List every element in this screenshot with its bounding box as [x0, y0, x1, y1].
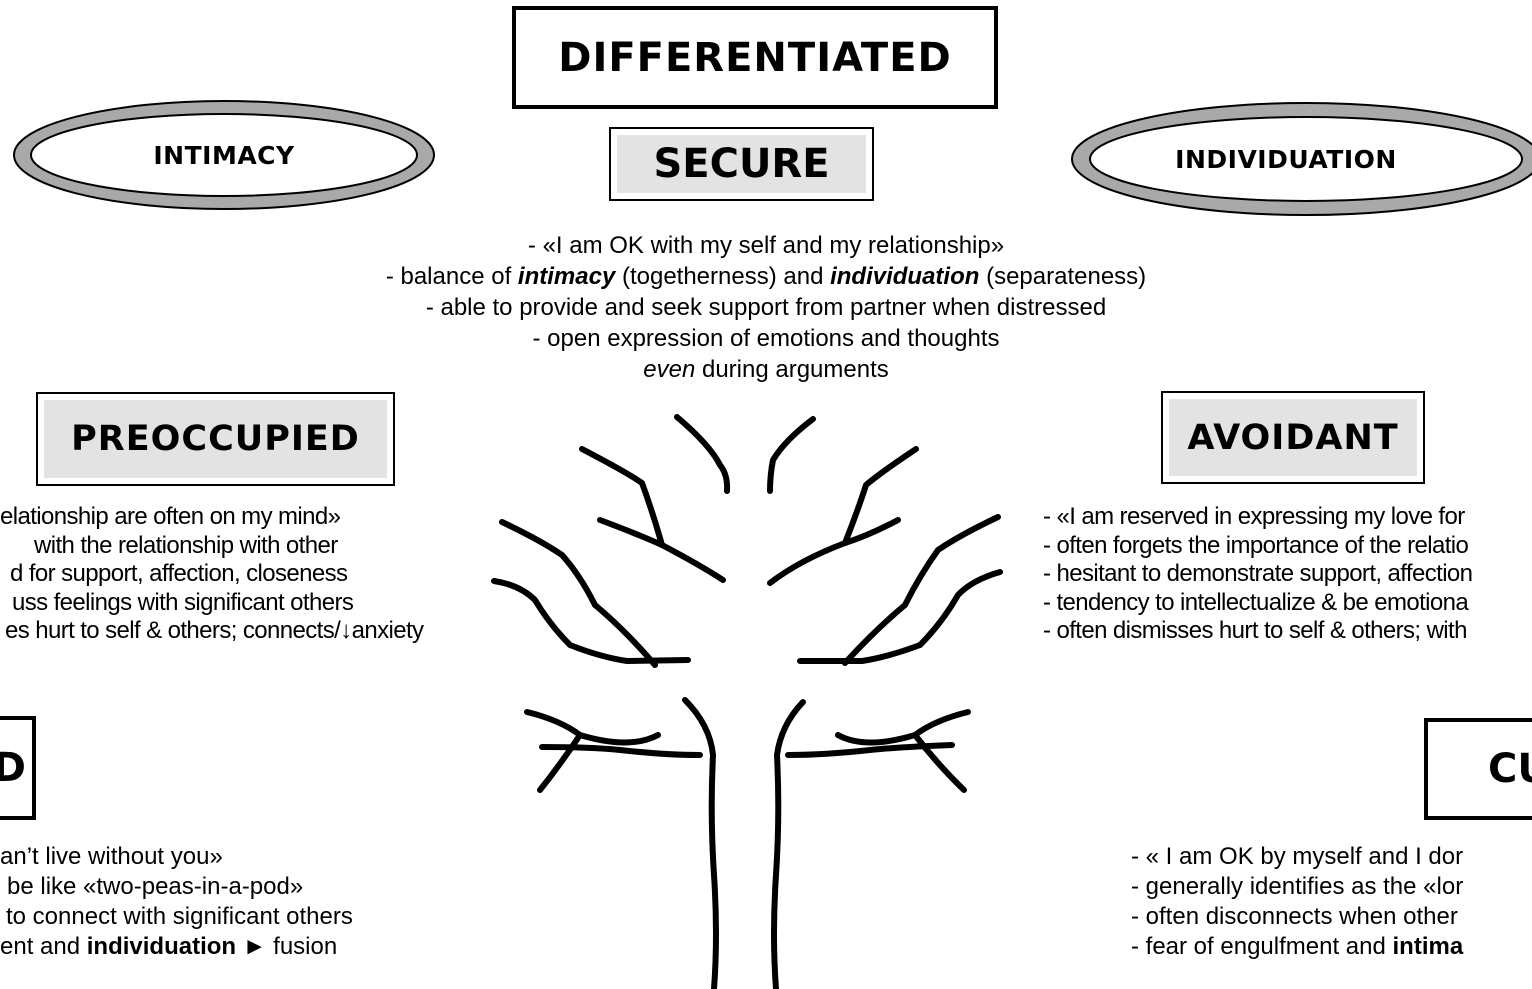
cutoff-line-3: - often disconnects when other: [1131, 903, 1458, 930]
fused-line-4: ent and individuation ► fusion: [0, 933, 338, 960]
branch-left-1b: [597, 517, 665, 548]
branch-right-2: [902, 514, 1001, 608]
tree-trunk-right: [771, 699, 806, 989]
secure-title: SECURE: [653, 141, 830, 187]
secure-line-4: - open expression of emotions and though…: [532, 325, 1000, 352]
preoccupied-line-2: with the relationship with other: [34, 531, 338, 559]
preoccupied-line-1: elationship are often on my mind»: [0, 503, 341, 530]
fused-line-2: be like «two-peas-in-a-pod»: [7, 873, 304, 900]
preoccupied-title: PREOCCUPIED: [71, 419, 360, 459]
avoidant-box: AVOIDANT: [1161, 391, 1425, 484]
secure-line-1: - «I am OK with my self and my relations…: [527, 232, 1005, 259]
cutoff-line-2: - generally identifies as the «lor: [1131, 873, 1464, 900]
preoccupied-line-3: d for support, affection, closeness: [10, 560, 348, 587]
tree-illustration: [491, 414, 1003, 989]
preoccupied-description: elationship are often on my mind» with t…: [0, 503, 424, 646]
cutoff-line-4: - fear of engulfment and intima: [1131, 933, 1464, 960]
intimacy-ring-shape: [13, 100, 435, 210]
avoidant-line-1: - «I am reserved in expressing my love f…: [1043, 503, 1465, 530]
fused-line-3: to connect with significant others: [6, 903, 353, 930]
secure-description: - «I am OK with my self and my relations…: [0, 230, 1532, 385]
avoidant-line-3: - hesitant to demonstrate support, affec…: [1043, 560, 1473, 587]
preoccupied-box: PREOCCUPIED: [36, 392, 395, 486]
intimacy-ring: INTIMACY: [6, 95, 442, 215]
branch-right-2b: [842, 602, 908, 666]
cutoff-box: CU: [1424, 718, 1532, 820]
individuation-label: INDIVIDUATION: [1175, 144, 1397, 174]
secure-line-5: even during arguments: [643, 356, 889, 383]
avoidant-line-5: - often dismisses hurt to self & others;…: [1043, 617, 1467, 644]
preoccupied-line-5: es hurt to self & others; connects/↓anxi…: [5, 617, 424, 644]
branch-right-1: [842, 446, 919, 546]
branch-right-1c: [767, 540, 848, 586]
branch-right-1b: [842, 517, 901, 546]
individuation-ring-shape: [1071, 102, 1532, 216]
avoidant-line-2: - often forgets the importance of the re…: [1043, 531, 1469, 559]
branch-right-3c: [912, 732, 967, 793]
secure-box: SECURE: [609, 127, 874, 201]
branch-left-2d: [567, 642, 691, 664]
secure-line-3: - able to provide and seek support from …: [425, 294, 1107, 321]
branch-right-2c: [917, 569, 1003, 648]
cutoff-line-1: - « I am OK by myself and I dor: [1131, 843, 1464, 870]
branch-left-1c: [659, 542, 726, 583]
branch-left-3c: [537, 732, 583, 793]
branch-right-2d: [797, 642, 923, 664]
intimacy-label: INTIMACY: [153, 140, 295, 170]
branch-left-2: [499, 519, 598, 608]
differentiated-label: DIFFERENTIATED: [558, 34, 952, 81]
branch-top-left: [674, 414, 731, 494]
individuation-ring: INDIVIDUATION: [1066, 97, 1532, 221]
avoidant-line-4: - tendency to intellectualize & be emoti…: [1043, 588, 1469, 616]
branch-left-1: [579, 446, 665, 548]
branch-left-2c: [491, 578, 573, 648]
avoidant-description: - «I am reserved in expressing my love f…: [1043, 503, 1473, 646]
preoccupied-line-4: uss feelings with significant others: [12, 588, 354, 616]
branch-left-3: [524, 709, 661, 746]
differentiated-box: DIFFERENTIATED: [512, 6, 998, 109]
secure-line-2: - balance of intimacy (togetherness) and…: [385, 263, 1147, 290]
cutoff-title-fragment: CU: [1488, 746, 1532, 792]
avoidant-title: AVOIDANT: [1187, 417, 1399, 458]
fused-line-1: an’t live without you»: [0, 843, 223, 870]
cutoff-description: - « I am OK by myself and I dor - genera…: [1131, 842, 1463, 962]
fused-box: D: [0, 716, 36, 820]
branch-top-right: [767, 416, 816, 494]
branch-right-3: [835, 709, 971, 746]
tree-trunk-left: [682, 697, 719, 989]
fused-title-fragment: D: [0, 745, 26, 791]
fused-description: an’t live without you» be like «two-peas…: [0, 842, 353, 962]
